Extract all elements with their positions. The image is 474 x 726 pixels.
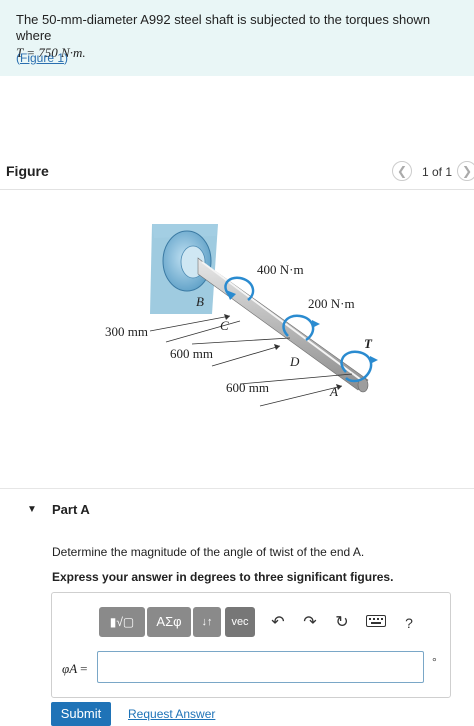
problem-text: The 50-mm-diameter A992 steel shaft is s…	[16, 12, 431, 43]
problem-statement: The 50-mm-diameter A992 steel shaft is s…	[0, 0, 474, 76]
label-dim-600b: 600 mm	[226, 380, 269, 395]
part-a-header[interactable]: ▼ Part A	[0, 488, 474, 536]
label-point-A: A	[330, 384, 338, 399]
shaft-diagram	[149, 224, 378, 407]
caret-down-icon[interactable]: ▼	[27, 504, 37, 515]
reset-icon[interactable]: ↻	[335, 614, 349, 631]
figure-link-wrapper: (Figure 1)	[16, 51, 68, 65]
problem-torque-value: T = 750 N·m.	[16, 45, 86, 60]
pager-text: 1 of 1	[422, 165, 453, 179]
redo-icon[interactable]: ↷	[303, 614, 317, 631]
torque-arrow-400	[224, 276, 255, 301]
chevron-right-icon[interactable]: ❯	[457, 161, 474, 181]
label-point-C: C	[220, 318, 229, 333]
figure-header: Figure ❮ 1 of 1 ❯	[0, 152, 474, 190]
paren-close: )	[64, 51, 69, 65]
label-point-D: D	[290, 354, 300, 369]
vec-button[interactable]: vec	[225, 607, 255, 637]
label-torque-T: T	[364, 336, 372, 351]
answer-symbol: φA	[62, 661, 77, 676]
shaft-figure: 400 N·m 200 N·m T B C D A 300 mm 600 mm …	[80, 196, 400, 426]
label-dim-600a: 600 mm	[170, 346, 213, 361]
unit-label: °	[432, 655, 437, 669]
help-button[interactable]: ?	[405, 615, 413, 631]
submit-button[interactable]: Submit	[51, 702, 111, 726]
label-point-B: B	[196, 294, 204, 309]
label-dim-300: 300 mm	[105, 324, 148, 339]
torque-arrow-200	[282, 314, 315, 342]
paren-open: (	[16, 51, 20, 65]
undo-icon[interactable]: ↶	[271, 614, 285, 631]
label-torque-200: 200 N·m	[308, 296, 355, 311]
answer-box: ▮√▢ ΑΣφ ↓↑ vec ↶ ↷ ↻ ? φA = °	[51, 592, 451, 698]
figure-link[interactable]: Figure 1	[20, 51, 65, 65]
keyboard-icon[interactable]	[363, 612, 389, 634]
label-torque-400: 400 N·m	[257, 262, 304, 277]
part-a-question: Determine the magnitude of the angle of …	[52, 545, 365, 559]
answer-input[interactable]	[97, 651, 424, 683]
templates-button[interactable]: ▮√▢	[99, 607, 145, 637]
answer-label: φA =	[62, 661, 88, 677]
part-a-instruction: Express your answer in degrees to three …	[52, 570, 394, 584]
arrows-button[interactable]: ↓↑	[193, 607, 221, 637]
keyboard-svg	[366, 615, 386, 627]
chevron-left-icon[interactable]: ❮	[392, 161, 412, 181]
answer-equals: =	[80, 661, 88, 676]
greek-button[interactable]: ΑΣφ	[147, 607, 191, 637]
part-a-title: Part A	[52, 502, 90, 517]
request-answer-link[interactable]: Request Answer	[128, 707, 216, 721]
figure-title: Figure	[6, 163, 49, 179]
